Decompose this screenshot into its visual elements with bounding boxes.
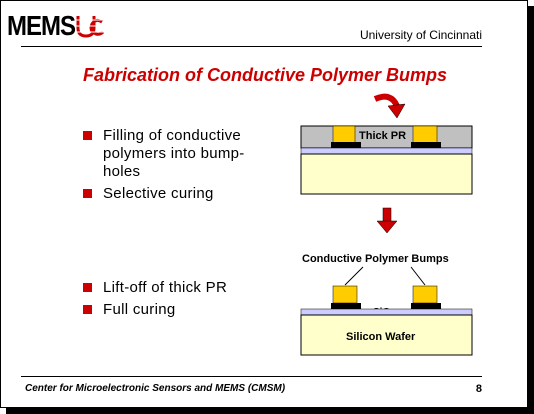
footer-rule (21, 376, 482, 377)
bullet-line: Selective curing (103, 185, 214, 202)
bullet-square-icon (83, 131, 92, 140)
polymer-bump-final-left (332, 285, 358, 304)
down-arrow-shaft (382, 207, 392, 223)
oxide-layer-2 (300, 308, 473, 316)
thick-pr-label: Thick PR (359, 130, 406, 142)
down-arrow-icon (376, 220, 398, 234)
slide-shadow-right (528, 6, 534, 414)
bullet-list-1: Filling of conductive polymers into bump… (83, 127, 245, 205)
university-name: University of Cincinnati (359, 28, 482, 42)
bullet-line: polymers into bump- (103, 145, 245, 162)
polymer-bump-left (332, 125, 356, 144)
silicon-wafer-2 (300, 314, 473, 356)
metal-pad-final-right (411, 303, 441, 309)
metal-pad-final-left (331, 303, 361, 309)
bullet-square-icon (83, 283, 92, 292)
bullet-square-icon (83, 305, 92, 314)
pointer-line-left (344, 266, 364, 286)
process-diagram: Thick PR Conductive Polymer Bumps SiO2 S… (300, 93, 473, 356)
header-rule (21, 46, 482, 47)
bullet-selective-curing: Selective curing (83, 185, 245, 203)
silicon-wafer-1 (300, 153, 473, 195)
bullet-line: Filling of conductive (103, 127, 242, 144)
page-number: 8 (475, 383, 482, 395)
bullet-lift-off: Lift-off of thick PR (83, 279, 227, 297)
mems-logo: MEMS (7, 11, 76, 43)
curved-arrow-head-icon (387, 103, 406, 119)
metal-pad-left (331, 142, 361, 148)
polymer-bump-right (412, 125, 438, 144)
slide-shadow-bottom (6, 408, 534, 414)
uc-logo-icon (76, 16, 104, 38)
polymer-bump-final-right (412, 285, 438, 304)
oxide-layer-1 (300, 147, 473, 155)
bullet-square-icon (83, 189, 92, 198)
bullet-line: Full curing (103, 301, 176, 318)
slide-title: Fabrication of Conductive Polymer Bumps (82, 65, 448, 85)
bullet-filling: Filling of conductive polymers into bump… (83, 127, 245, 181)
footer-text: Center for Microelectronic Sensors and M… (25, 383, 286, 394)
curved-arrow-icon (373, 93, 400, 108)
bumps-label: Conductive Polymer Bumps (302, 253, 449, 265)
metal-pad-right (411, 142, 441, 148)
bullet-list-2: Lift-off of thick PR Full curing (83, 279, 227, 321)
bullet-line: holes (103, 163, 141, 180)
bullet-line: Lift-off of thick PR (103, 279, 228, 296)
silicon-wafer-label: Silicon Wafer (346, 331, 416, 343)
bullet-full-curing: Full curing (83, 301, 227, 319)
pointer-line-right (410, 266, 426, 286)
slide: MEMS University of Cincinnati Fabricatio… (0, 0, 528, 408)
